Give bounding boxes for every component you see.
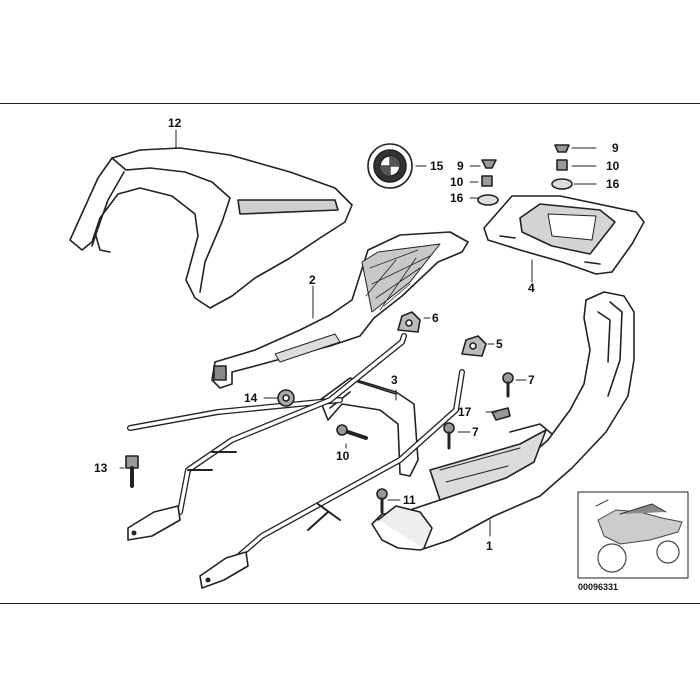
grommet-16-center[interactable] bbox=[477, 194, 499, 206]
label-washer-10a: 10 bbox=[450, 175, 464, 189]
screw-9-right[interactable] bbox=[554, 144, 570, 153]
label-nut: 14 bbox=[244, 391, 258, 405]
rear-frame[interactable] bbox=[371, 291, 635, 551]
grab-rail[interactable] bbox=[211, 231, 469, 389]
washer-10-right[interactable] bbox=[556, 159, 568, 171]
support-bracket[interactable] bbox=[127, 377, 419, 477]
label-carrier-plate: 4 bbox=[528, 281, 535, 295]
part-labels: 12 15 2 4 3 1 6 5 7 7 17 14 10 13 11 9 1… bbox=[94, 116, 620, 592]
label-bolt-13: 13 bbox=[94, 461, 108, 475]
nut-14[interactable] bbox=[277, 389, 295, 407]
emblem-badge[interactable] bbox=[367, 143, 413, 189]
tubular-frame[interactable] bbox=[127, 333, 465, 589]
screw-7-upper[interactable] bbox=[502, 372, 514, 398]
label-bolt-10: 10 bbox=[336, 449, 350, 463]
screw-9-center[interactable] bbox=[481, 159, 497, 169]
label-screw-11: 11 bbox=[403, 493, 416, 507]
bolt-13[interactable] bbox=[125, 455, 139, 488]
label-grommet-16b: 16 bbox=[606, 177, 620, 191]
rubber-buffer-5[interactable] bbox=[461, 335, 487, 357]
screw-11[interactable] bbox=[376, 488, 388, 514]
reference-number: 00096331 bbox=[578, 582, 618, 592]
screw-7-lower[interactable] bbox=[443, 422, 455, 450]
label-rubber-6: 6 bbox=[432, 311, 439, 325]
seat-cover[interactable] bbox=[69, 147, 353, 309]
label-frame: 1 bbox=[486, 539, 493, 553]
label-screw-7b: 7 bbox=[472, 425, 479, 439]
washer-10-center[interactable] bbox=[481, 175, 493, 187]
label-rubber-5: 5 bbox=[496, 337, 503, 351]
rubber-buffer-6[interactable] bbox=[397, 311, 421, 333]
motorcycle-thumbnail bbox=[577, 491, 689, 579]
label-washer-10b: 10 bbox=[606, 159, 620, 173]
label-seat: 12 bbox=[168, 116, 182, 130]
bolt-10[interactable] bbox=[336, 424, 368, 440]
label-bracket: 3 bbox=[391, 373, 398, 387]
frame-bottom-rule bbox=[0, 603, 700, 604]
grommet-16-right[interactable] bbox=[551, 178, 573, 190]
leader-lines bbox=[119, 129, 597, 537]
carrier-plate[interactable] bbox=[483, 195, 645, 275]
label-clip: 17 bbox=[458, 405, 472, 419]
label-screw-9b: 9 bbox=[612, 141, 619, 155]
label-screw-7a: 7 bbox=[528, 373, 535, 387]
label-grab-rail: 2 bbox=[309, 273, 316, 287]
label-badge: 15 bbox=[430, 159, 444, 173]
label-screw-9a: 9 bbox=[457, 159, 464, 173]
clip-17[interactable] bbox=[491, 407, 511, 421]
label-grommet-16a: 16 bbox=[450, 191, 464, 205]
frame-top-rule bbox=[0, 103, 700, 104]
